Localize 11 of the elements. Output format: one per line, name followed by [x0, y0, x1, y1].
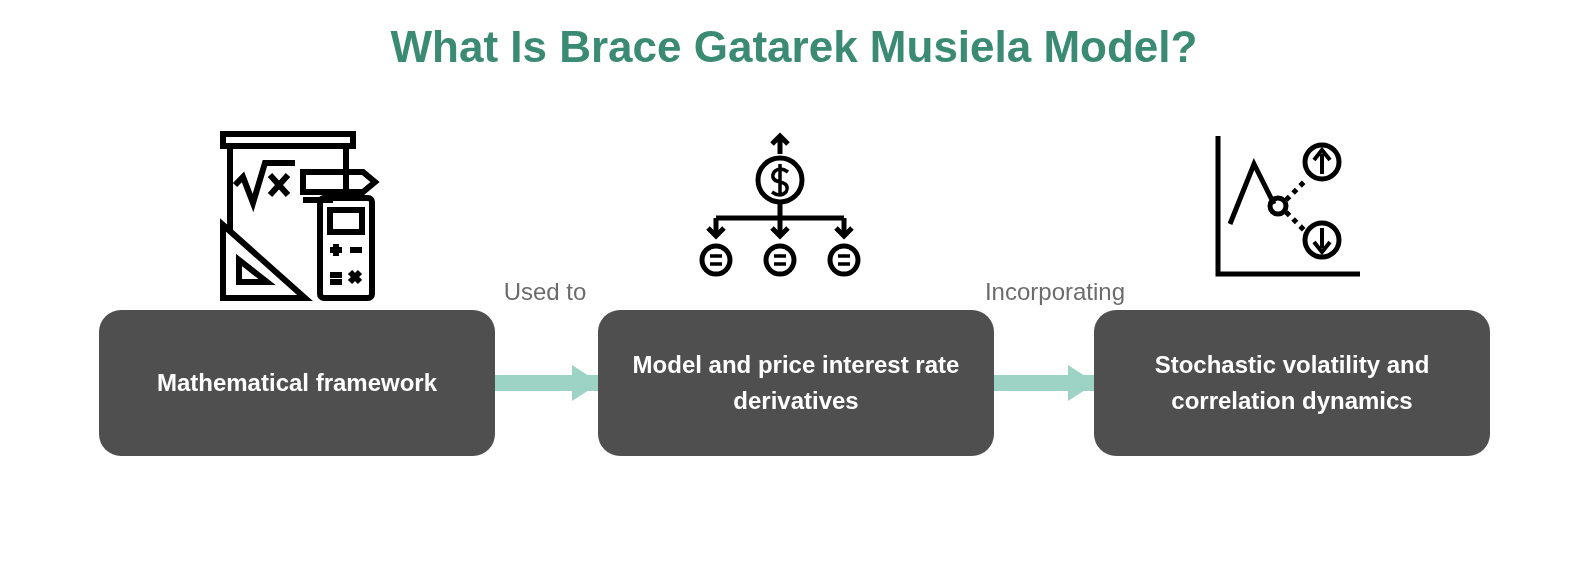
arrow: [495, 365, 600, 401]
process-box: [1094, 310, 1490, 456]
edge-label: Incorporating: [984, 277, 1126, 307]
title: What Is Brace Gatarek Musiela Model?: [390, 21, 1198, 73]
box-text: Stochastic volatility and correlation dynamics: [1153, 350, 1431, 416]
edge-label: Used to: [503, 277, 587, 307]
process-box: [99, 310, 495, 456]
box-text: Mathematical framework: [156, 368, 438, 398]
box-text: Model and price interest rate derivatives: [631, 350, 961, 416]
arrow: [994, 365, 1096, 401]
process-box: [598, 310, 994, 456]
